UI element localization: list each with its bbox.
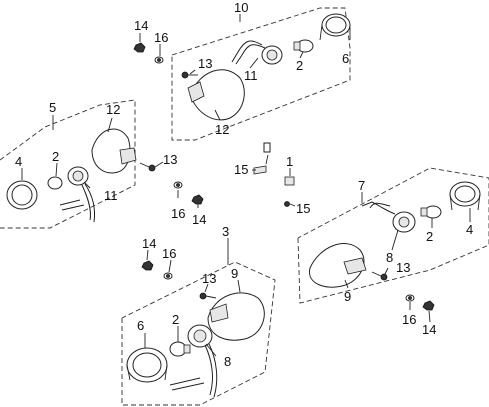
lens-rim-top xyxy=(319,13,351,41)
callout-top-12: 12 xyxy=(215,122,229,137)
wire-top xyxy=(231,40,263,63)
lens-rim-left xyxy=(6,180,38,210)
nut-right xyxy=(422,300,435,311)
screw-left xyxy=(139,162,156,172)
callout-right-7: 7 xyxy=(358,178,365,193)
housing-left xyxy=(91,128,137,174)
callout-bottom-14: 14 xyxy=(142,236,156,251)
socket-top xyxy=(261,45,283,65)
callout-middle-15a: 15 xyxy=(234,162,248,177)
housing-bottom xyxy=(207,292,265,341)
housing-right xyxy=(309,243,367,288)
callout-right-9: 9 xyxy=(344,289,351,304)
bracket-middle xyxy=(263,142,271,153)
group-outline-left xyxy=(0,99,136,229)
callout-middle-15b: 15 xyxy=(296,201,310,216)
assembly-bottom: 3 14 16 13 9 6 2 8 xyxy=(121,224,276,406)
wire-left xyxy=(81,184,91,221)
callout-bottom-3: 3 xyxy=(222,224,229,239)
lens-rim-right xyxy=(449,181,481,211)
callout-right-14: 14 xyxy=(422,322,436,337)
bulb-bottom xyxy=(169,341,191,357)
nut-top xyxy=(133,42,146,53)
wire-right xyxy=(361,201,396,215)
bulb-left xyxy=(47,176,63,190)
callout-right-4: 4 xyxy=(466,222,473,237)
screw-bottom xyxy=(199,292,217,300)
callout-bottom-6: 6 xyxy=(137,318,144,333)
group-outline-top xyxy=(171,7,351,141)
callout-top-13: 13 xyxy=(198,56,212,71)
socket-right xyxy=(392,211,416,233)
callout-left-4: 4 xyxy=(15,154,22,169)
callout-left-12: 12 xyxy=(106,102,120,117)
assembly-top: 10 14 16 13 11 2 6 12 xyxy=(133,0,351,141)
lens-rim-bottom xyxy=(126,347,168,383)
callout-right-8: 8 xyxy=(386,250,393,265)
callout-top-10: 10 xyxy=(234,0,248,15)
callout-bottom-9: 9 xyxy=(231,266,238,281)
callout-top-2: 2 xyxy=(296,58,303,73)
callout-left-14: 14 xyxy=(192,212,206,227)
screw-top xyxy=(181,71,198,79)
callout-top-11: 11 xyxy=(244,68,258,83)
bulb-right xyxy=(420,205,442,219)
nut-bottom xyxy=(141,260,154,271)
callout-bottom-2: 2 xyxy=(172,312,179,327)
callout-bottom-8: 8 xyxy=(224,354,231,369)
bulb-top xyxy=(293,39,314,53)
screw-middle xyxy=(284,201,290,207)
callout-left-16: 16 xyxy=(171,206,185,221)
housing-top xyxy=(187,69,245,121)
socket-left xyxy=(67,166,89,186)
callout-bottom-16: 16 xyxy=(162,246,176,261)
callout-middle-1: 1 xyxy=(286,154,293,169)
callout-top-6: 6 xyxy=(342,51,349,66)
assembly-left: 5 12 4 2 11 13 16 14 xyxy=(0,99,206,229)
group-outline-right xyxy=(297,167,489,304)
nut-left xyxy=(191,194,204,205)
callout-right-13: 13 xyxy=(396,260,410,275)
callout-bottom-13: 13 xyxy=(202,271,216,286)
callout-right-2: 2 xyxy=(426,229,433,244)
callout-left-5: 5 xyxy=(49,100,56,115)
wire-bottom xyxy=(204,344,213,396)
callout-right-16: 16 xyxy=(402,312,416,327)
callout-top-14: 14 xyxy=(134,18,148,33)
screw-right xyxy=(371,271,388,281)
callout-left-13: 13 xyxy=(163,152,177,167)
socket-bottom xyxy=(187,324,213,348)
callout-left-2: 2 xyxy=(52,149,59,164)
callout-left-11: 11 xyxy=(104,188,118,203)
assembly-right: 7 4 2 8 13 9 16 14 xyxy=(297,167,489,337)
assembly-middle: 1 15 15 xyxy=(234,142,310,216)
callout-top-16: 16 xyxy=(154,30,168,45)
